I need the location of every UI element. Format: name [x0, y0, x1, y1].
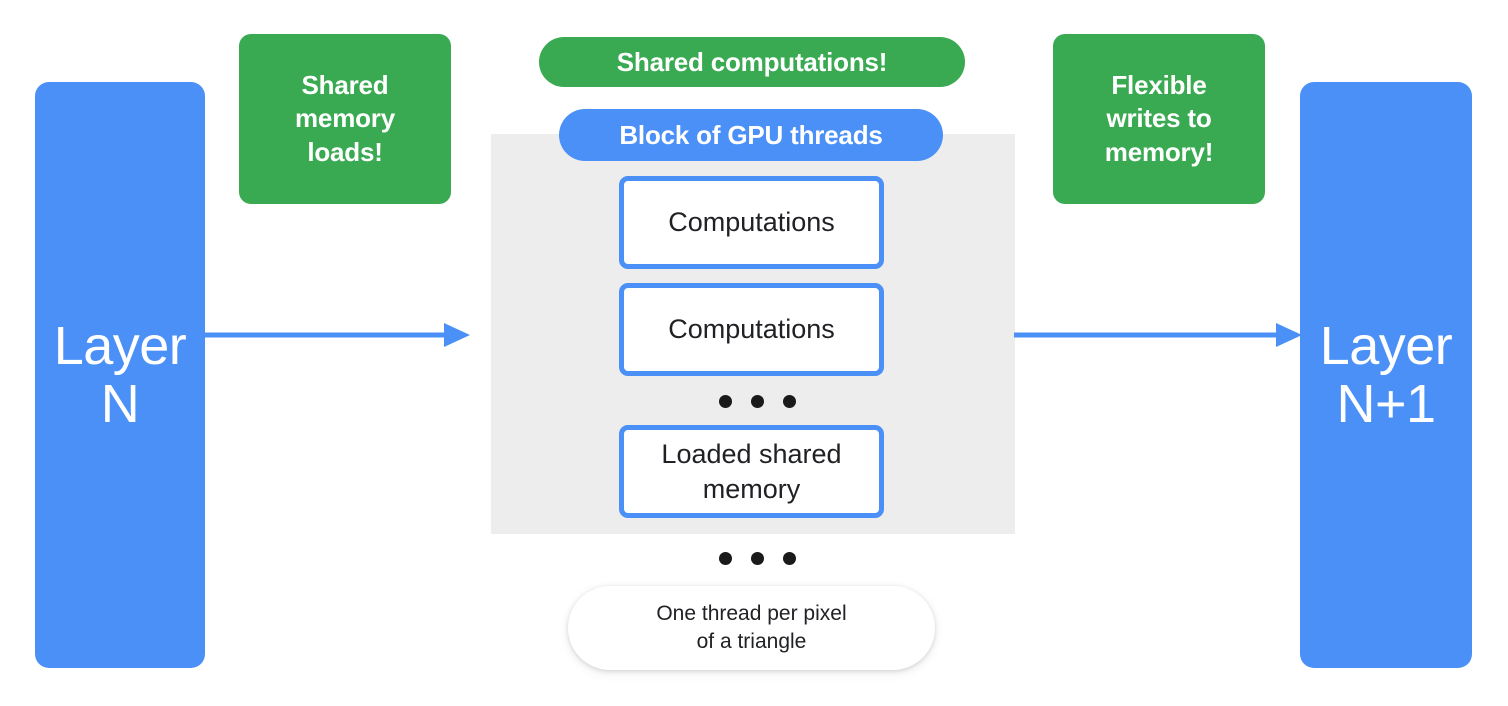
ellipsis-dot [751, 552, 764, 565]
callout-loads-line3: loads! [307, 136, 383, 167]
callout-loads-line2: memory [295, 103, 395, 134]
callout-flexible-writes-to-memory: Flexible writes to memory! [1053, 34, 1265, 204]
loaded-shared-memory-line2: memory [702, 473, 801, 504]
thread-box-computations-2-label: Computations [668, 314, 835, 345]
thread-box-loaded-shared-memory: Loaded shared memory [619, 425, 884, 518]
layer-n-plus-1-label-line1: Layer [1319, 315, 1453, 376]
arrow-block-to-layer-n1 [1014, 318, 1302, 357]
one-thread-line1: One thread per pixel [656, 601, 847, 625]
pill-one-thread-per-pixel: One thread per pixel of a triangle [568, 586, 935, 670]
ellipsis-dot [783, 552, 796, 565]
one-thread-line2: of a triangle [696, 630, 807, 653]
ellipsis-outer [719, 552, 796, 565]
callout-writes-line1: Flexible [1111, 70, 1207, 101]
ellipsis-inner [719, 395, 796, 408]
callout-writes-line2: writes to [1106, 103, 1212, 134]
thread-box-computations-1: Computations [619, 176, 884, 269]
ellipsis-dot [719, 552, 732, 565]
callout-flexible-writes-text: Flexible writes to memory! [1099, 69, 1219, 169]
pill-block-of-gpu-threads: Block of GPU threads [559, 109, 943, 161]
loaded-shared-memory-line1: Loaded shared [661, 438, 842, 469]
layer-n-label: Layer N [48, 315, 193, 434]
ellipsis-dot [783, 395, 796, 408]
pill-one-thread-per-pixel-text: One thread per pixel of a triangle [650, 600, 852, 657]
callout-shared-memory-loads: Shared memory loads! [239, 34, 451, 204]
ellipsis-dot [719, 395, 732, 408]
thread-box-computations-1-label: Computations [668, 207, 835, 238]
thread-box-computations-2: Computations [619, 283, 884, 376]
layer-n-plus-1-block: Layer N+1 [1300, 82, 1472, 668]
pill-shared-computations: Shared computations! [539, 37, 965, 87]
arrow-layer-n-to-block [205, 318, 470, 357]
callout-shared-memory-loads-text: Shared memory loads! [289, 69, 401, 169]
callout-loads-line1: Shared [301, 70, 389, 101]
layer-n-label-line2: N [100, 374, 140, 434]
layer-n-plus-1-label-line2: N+1 [1336, 374, 1436, 434]
layer-n-block: Layer N [35, 82, 205, 668]
layer-n-label-line1: Layer [53, 315, 187, 376]
ellipsis-dot [751, 395, 764, 408]
thread-box-loaded-shared-memory-label: Loaded shared memory [655, 437, 847, 506]
callout-writes-line3: memory! [1104, 136, 1214, 167]
layer-n-plus-1-label: Layer N+1 [1314, 315, 1459, 434]
